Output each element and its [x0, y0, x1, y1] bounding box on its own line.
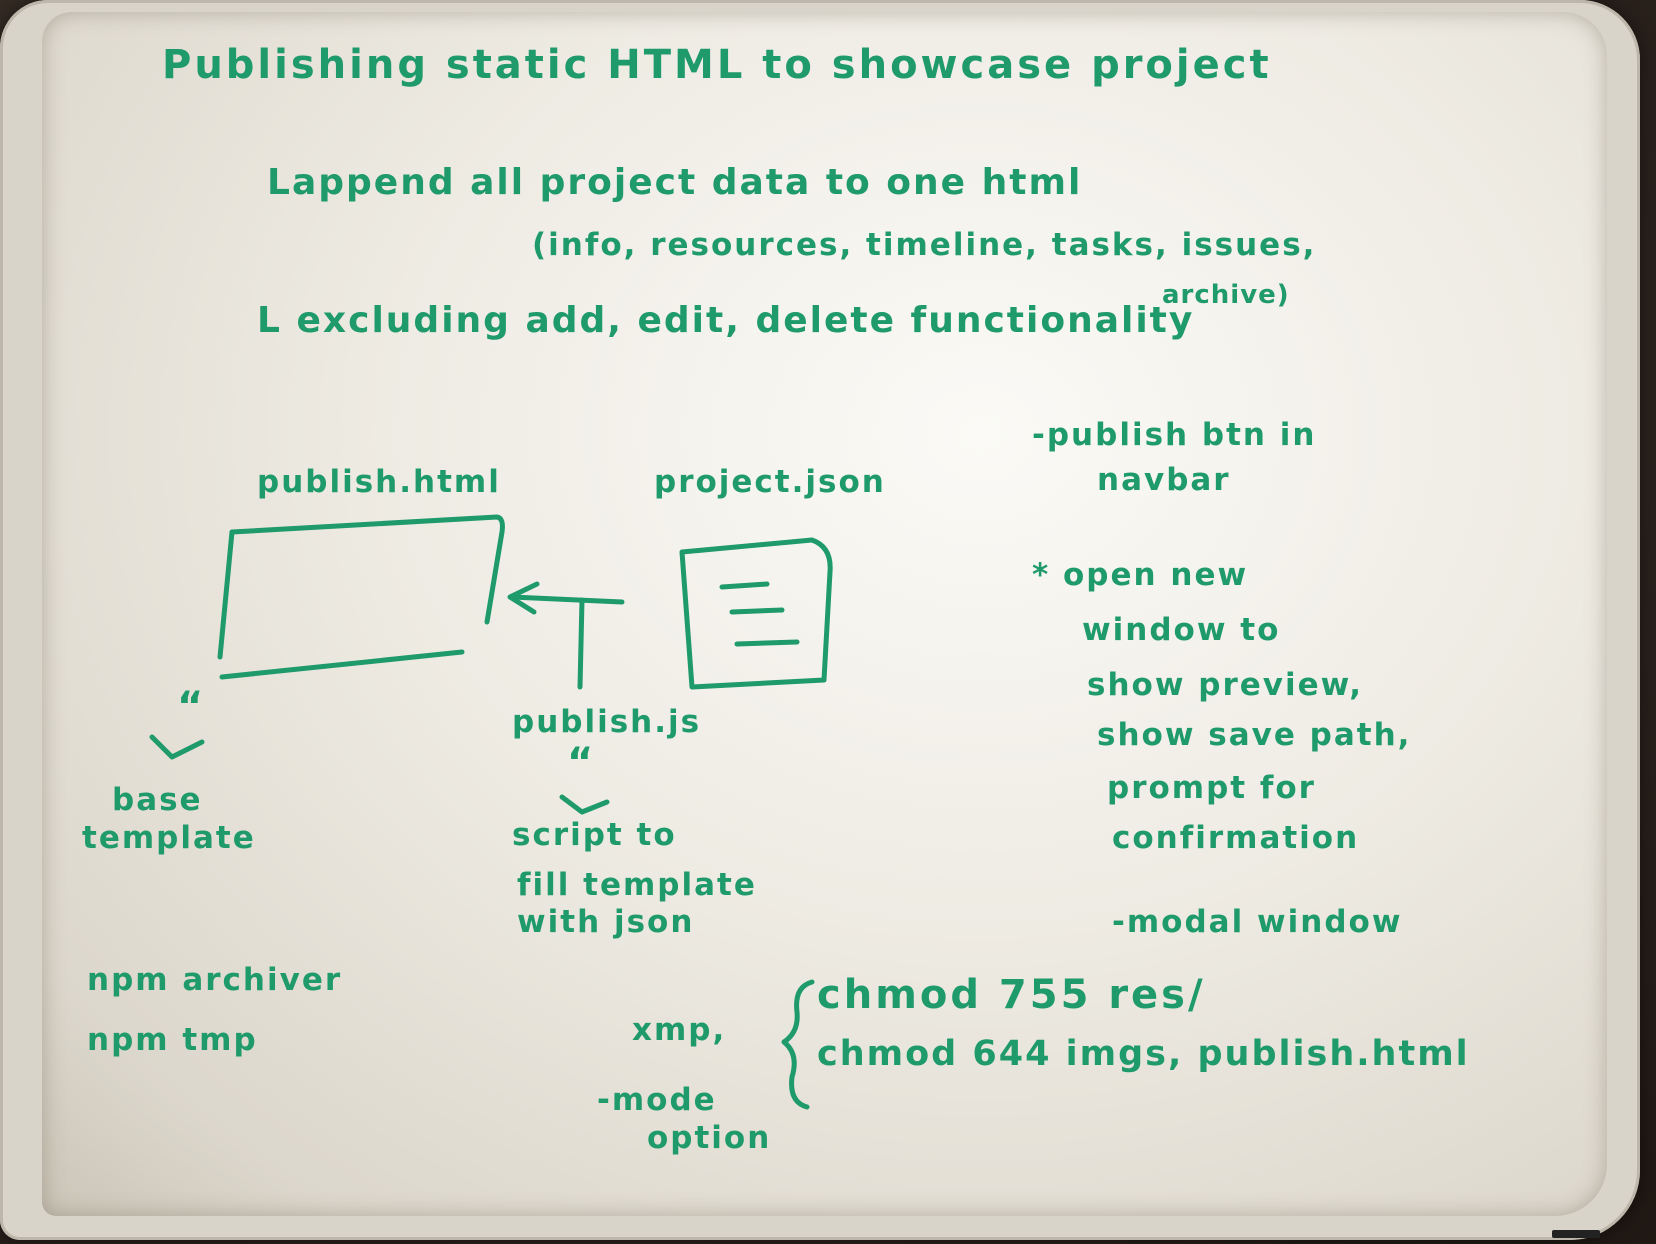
npm-tmp: npm tmp: [87, 1022, 258, 1058]
script-label-2: fill template: [517, 867, 757, 903]
star-note-6: confirmation: [1112, 820, 1360, 856]
option-label: option: [647, 1120, 772, 1156]
append-line: Lappend all project data to one html: [267, 162, 1083, 203]
append-detail: (info, resources, timeline, tasks, issue…: [532, 227, 1317, 263]
star-note-2: window to: [1082, 612, 1281, 648]
doc-line-2: [729, 607, 785, 615]
arrow-head: [507, 581, 540, 615]
xmp-label: xmp,: [632, 1012, 727, 1048]
publish-html-box: [229, 514, 505, 625]
excluding-line: L excluding add, edit, delete functional…: [257, 300, 1195, 341]
modal-note: -modal window: [1112, 904, 1403, 940]
publish-html-label: publish.html: [257, 464, 501, 500]
board-title: Publishing static HTML to showcase proje…: [162, 42, 1272, 88]
script-label-1: script to: [512, 817, 677, 853]
base-label: base: [112, 782, 203, 818]
chmod-line-1: chmod 755 res/: [817, 972, 1206, 1018]
project-json-doc: [679, 537, 833, 690]
star-note-5: prompt for: [1107, 770, 1316, 806]
template-label: template: [82, 820, 256, 856]
star-note-3: show preview,: [1087, 667, 1364, 703]
publish-js-stem: [577, 597, 585, 690]
star-note-4: show save path,: [1097, 717, 1412, 753]
whiteboard-brand-mark: [1552, 1230, 1600, 1238]
js-arrow-chevron: [559, 794, 610, 815]
doc-line-3: [734, 639, 800, 647]
project-json-label: project.json: [654, 464, 886, 500]
publish-html-box-left: [217, 529, 235, 660]
navbar-note-1: -publish btn in: [1032, 417, 1317, 453]
publish-js-label: publish.js: [512, 704, 702, 740]
chmod-line-2: chmod 644 imgs, publish.html: [817, 1034, 1470, 1074]
whiteboard-surface: Publishing static HTML to showcase proje…: [42, 12, 1607, 1216]
js-arrow-mark: “: [567, 740, 595, 786]
chmod-brace: [781, 979, 815, 1110]
navbar-note-2: navbar: [1097, 462, 1231, 498]
npm-archiver: npm archiver: [87, 962, 343, 998]
script-label-3: with json: [517, 904, 695, 940]
arrow-line: [509, 594, 625, 605]
base-arrow-chevron: [149, 734, 205, 760]
base-arrow-mark: “: [177, 684, 205, 730]
star-note-1: * open new: [1032, 557, 1249, 593]
mode-label: -mode: [597, 1082, 717, 1118]
marker-drawings: [149, 514, 833, 1110]
publish-html-box-bottom: [219, 649, 465, 680]
doc-line-1: [719, 581, 770, 590]
append-detail-end: archive): [1162, 280, 1290, 310]
